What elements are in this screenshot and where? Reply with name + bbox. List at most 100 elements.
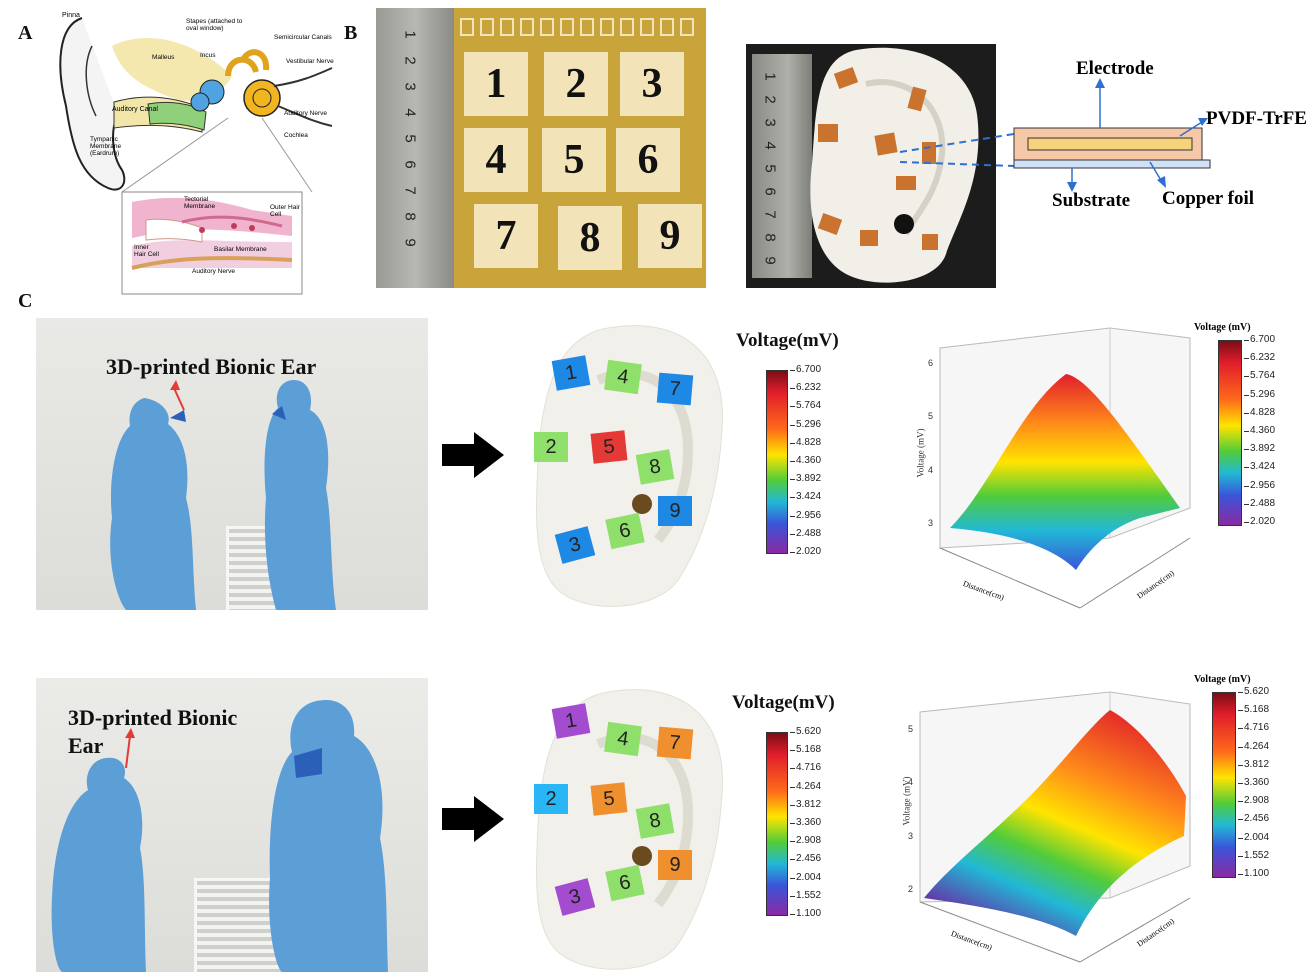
sensor-pad-number: 4 bbox=[485, 137, 507, 183]
plot-legend-gradient bbox=[1212, 692, 1236, 878]
sensor-marker: 6 bbox=[605, 512, 645, 550]
sensor-marker: 9 bbox=[658, 850, 692, 880]
sensor-pad: 2 bbox=[544, 52, 608, 116]
colorbar-tick: 5.764 bbox=[789, 400, 822, 412]
right-arrow-icon bbox=[442, 796, 504, 842]
connector-tab bbox=[600, 18, 614, 36]
plot-legend-tick: 5.620 bbox=[1237, 686, 1270, 697]
panel-label-c: C bbox=[18, 290, 33, 312]
colorbar-tick: 5.620 bbox=[789, 726, 822, 737]
ruler-mark: 2 bbox=[401, 56, 419, 65]
plot-legend-tick: 1.552 bbox=[1237, 849, 1270, 861]
sensor-pad-number: 2 bbox=[565, 61, 587, 107]
colorbar-tick: 1.552 bbox=[789, 889, 822, 901]
sensor-marker: 2 bbox=[534, 784, 568, 814]
label-pvdf-trfe: PVDF-TrFE bbox=[1206, 108, 1307, 129]
sensor-marker: 1 bbox=[551, 355, 591, 391]
sensor-marker: 1 bbox=[551, 703, 591, 739]
colorbar-title: Voltage(mV) bbox=[732, 692, 835, 713]
plot-y-tick: 5 bbox=[928, 411, 934, 422]
plot-y-tick: 3 bbox=[928, 518, 934, 528]
plot-legend-tick: 4.716 bbox=[1237, 722, 1270, 734]
sensor-pad-number: 8 bbox=[579, 215, 601, 261]
copper-sensor bbox=[818, 124, 838, 142]
connector-tab bbox=[480, 18, 494, 36]
colorbar-gradient bbox=[766, 732, 788, 916]
colorbar-tick: 5.296 bbox=[789, 418, 822, 430]
sensor-pad-number: 5 bbox=[563, 137, 585, 183]
ruler-mark: 7 bbox=[401, 186, 419, 195]
connector-tab bbox=[660, 18, 674, 36]
sensor-pad-number: 3 bbox=[641, 61, 663, 107]
photo-label-2: 3D-printed Bionic Ear bbox=[68, 705, 238, 758]
colorbar-tick: 6.700 bbox=[789, 364, 822, 375]
ear-photo-ruler bbox=[752, 54, 812, 278]
label-tympanic-membrane: Tympanic Membrane (Eardrum) bbox=[90, 136, 122, 157]
colorbar-tick: 4.716 bbox=[789, 762, 822, 774]
plot-legend-tick: 3.812 bbox=[1237, 758, 1270, 770]
colorbar-tick: 3.812 bbox=[789, 798, 822, 810]
ruler-mark: 6 bbox=[401, 160, 419, 169]
label-inner-hair-cell: Inner Hair Cell bbox=[134, 244, 159, 258]
plot-y-tick: 4 bbox=[908, 777, 914, 788]
sensor-pad: 4 bbox=[464, 128, 528, 192]
plot-legend-title: Voltage (mV) bbox=[1194, 674, 1251, 685]
plot-legend-gradient bbox=[1218, 340, 1242, 526]
sensor-pad: 8 bbox=[558, 206, 622, 270]
colorbar-tick: 2.004 bbox=[789, 871, 822, 883]
sensor-marker: 7 bbox=[656, 726, 694, 760]
right-arrow-icon bbox=[442, 432, 504, 478]
sensor-structure-diagram: Electrode PVDF-TrFE Substrate Copper foi… bbox=[900, 52, 1310, 222]
sensor-pad: 7 bbox=[474, 204, 538, 268]
sensor-marker: 5 bbox=[590, 430, 628, 464]
colorbar-tick: 2.956 bbox=[789, 509, 822, 521]
sensor-marker: 4 bbox=[604, 359, 642, 395]
label-tectorial-membrane: Tectorial Membrane bbox=[184, 196, 216, 210]
colorbar-tick: 6.232 bbox=[789, 382, 822, 394]
plot-legend-tick: 3.892 bbox=[1243, 443, 1276, 455]
connector-tab bbox=[460, 18, 474, 36]
plot-legend-tick: 4.264 bbox=[1237, 740, 1270, 752]
label-basilar-membrane: Basilar Membrane bbox=[214, 246, 267, 253]
label-auditory-canal: Auditory Canal bbox=[112, 106, 158, 113]
plot-legend-tick: 2.908 bbox=[1237, 795, 1270, 807]
sensor-pad: 1 bbox=[464, 52, 528, 116]
sensor-marker: 3 bbox=[554, 526, 596, 564]
sensor-pad: 6 bbox=[616, 128, 680, 192]
plot-legend-tick: 1.100 bbox=[1237, 868, 1270, 879]
plot-legend-tick: 5.168 bbox=[1237, 704, 1270, 716]
plot-legend-tick: 2.956 bbox=[1243, 479, 1276, 491]
plot-legend-tick: 6.700 bbox=[1243, 334, 1276, 345]
sensor-marker: 2 bbox=[534, 432, 568, 462]
colorbar-tick: 3.892 bbox=[789, 473, 822, 485]
plot-legend-tick: 4.828 bbox=[1243, 406, 1276, 418]
copper-sensor bbox=[860, 230, 878, 246]
ruler-mark: 3 bbox=[401, 82, 419, 91]
ruler-mark: 9 bbox=[401, 238, 419, 247]
sensor-marker: 9 bbox=[658, 496, 692, 526]
label-stapes: Stapes (attached to oval window) bbox=[186, 18, 243, 32]
sensor-pad: 5 bbox=[542, 128, 606, 192]
label-incus: Incus bbox=[200, 52, 216, 59]
connector-tab bbox=[500, 18, 514, 36]
ruler-mark: 5 bbox=[401, 134, 419, 143]
plot-y-tick: 5 bbox=[908, 724, 914, 734]
connector-tab bbox=[680, 18, 694, 36]
copper-sensor bbox=[896, 176, 916, 190]
sensor-pad-number: 1 bbox=[485, 61, 507, 107]
sensor-marker: 4 bbox=[604, 721, 642, 757]
colorbar-tick: 4.264 bbox=[789, 780, 822, 792]
sensor-marker: 7 bbox=[656, 372, 694, 406]
connector-tab bbox=[540, 18, 554, 36]
label-vestibular-nerve: Vestibular Nerve bbox=[286, 58, 334, 65]
plot-legend-tick: 5.296 bbox=[1243, 388, 1276, 400]
colorbar-title: Voltage(mV) bbox=[736, 330, 839, 351]
label-copper-foil: Copper foil bbox=[1162, 188, 1255, 209]
connector-tab bbox=[520, 18, 534, 36]
connector-tab bbox=[580, 18, 594, 36]
colorbar-tick: 3.424 bbox=[789, 491, 822, 503]
